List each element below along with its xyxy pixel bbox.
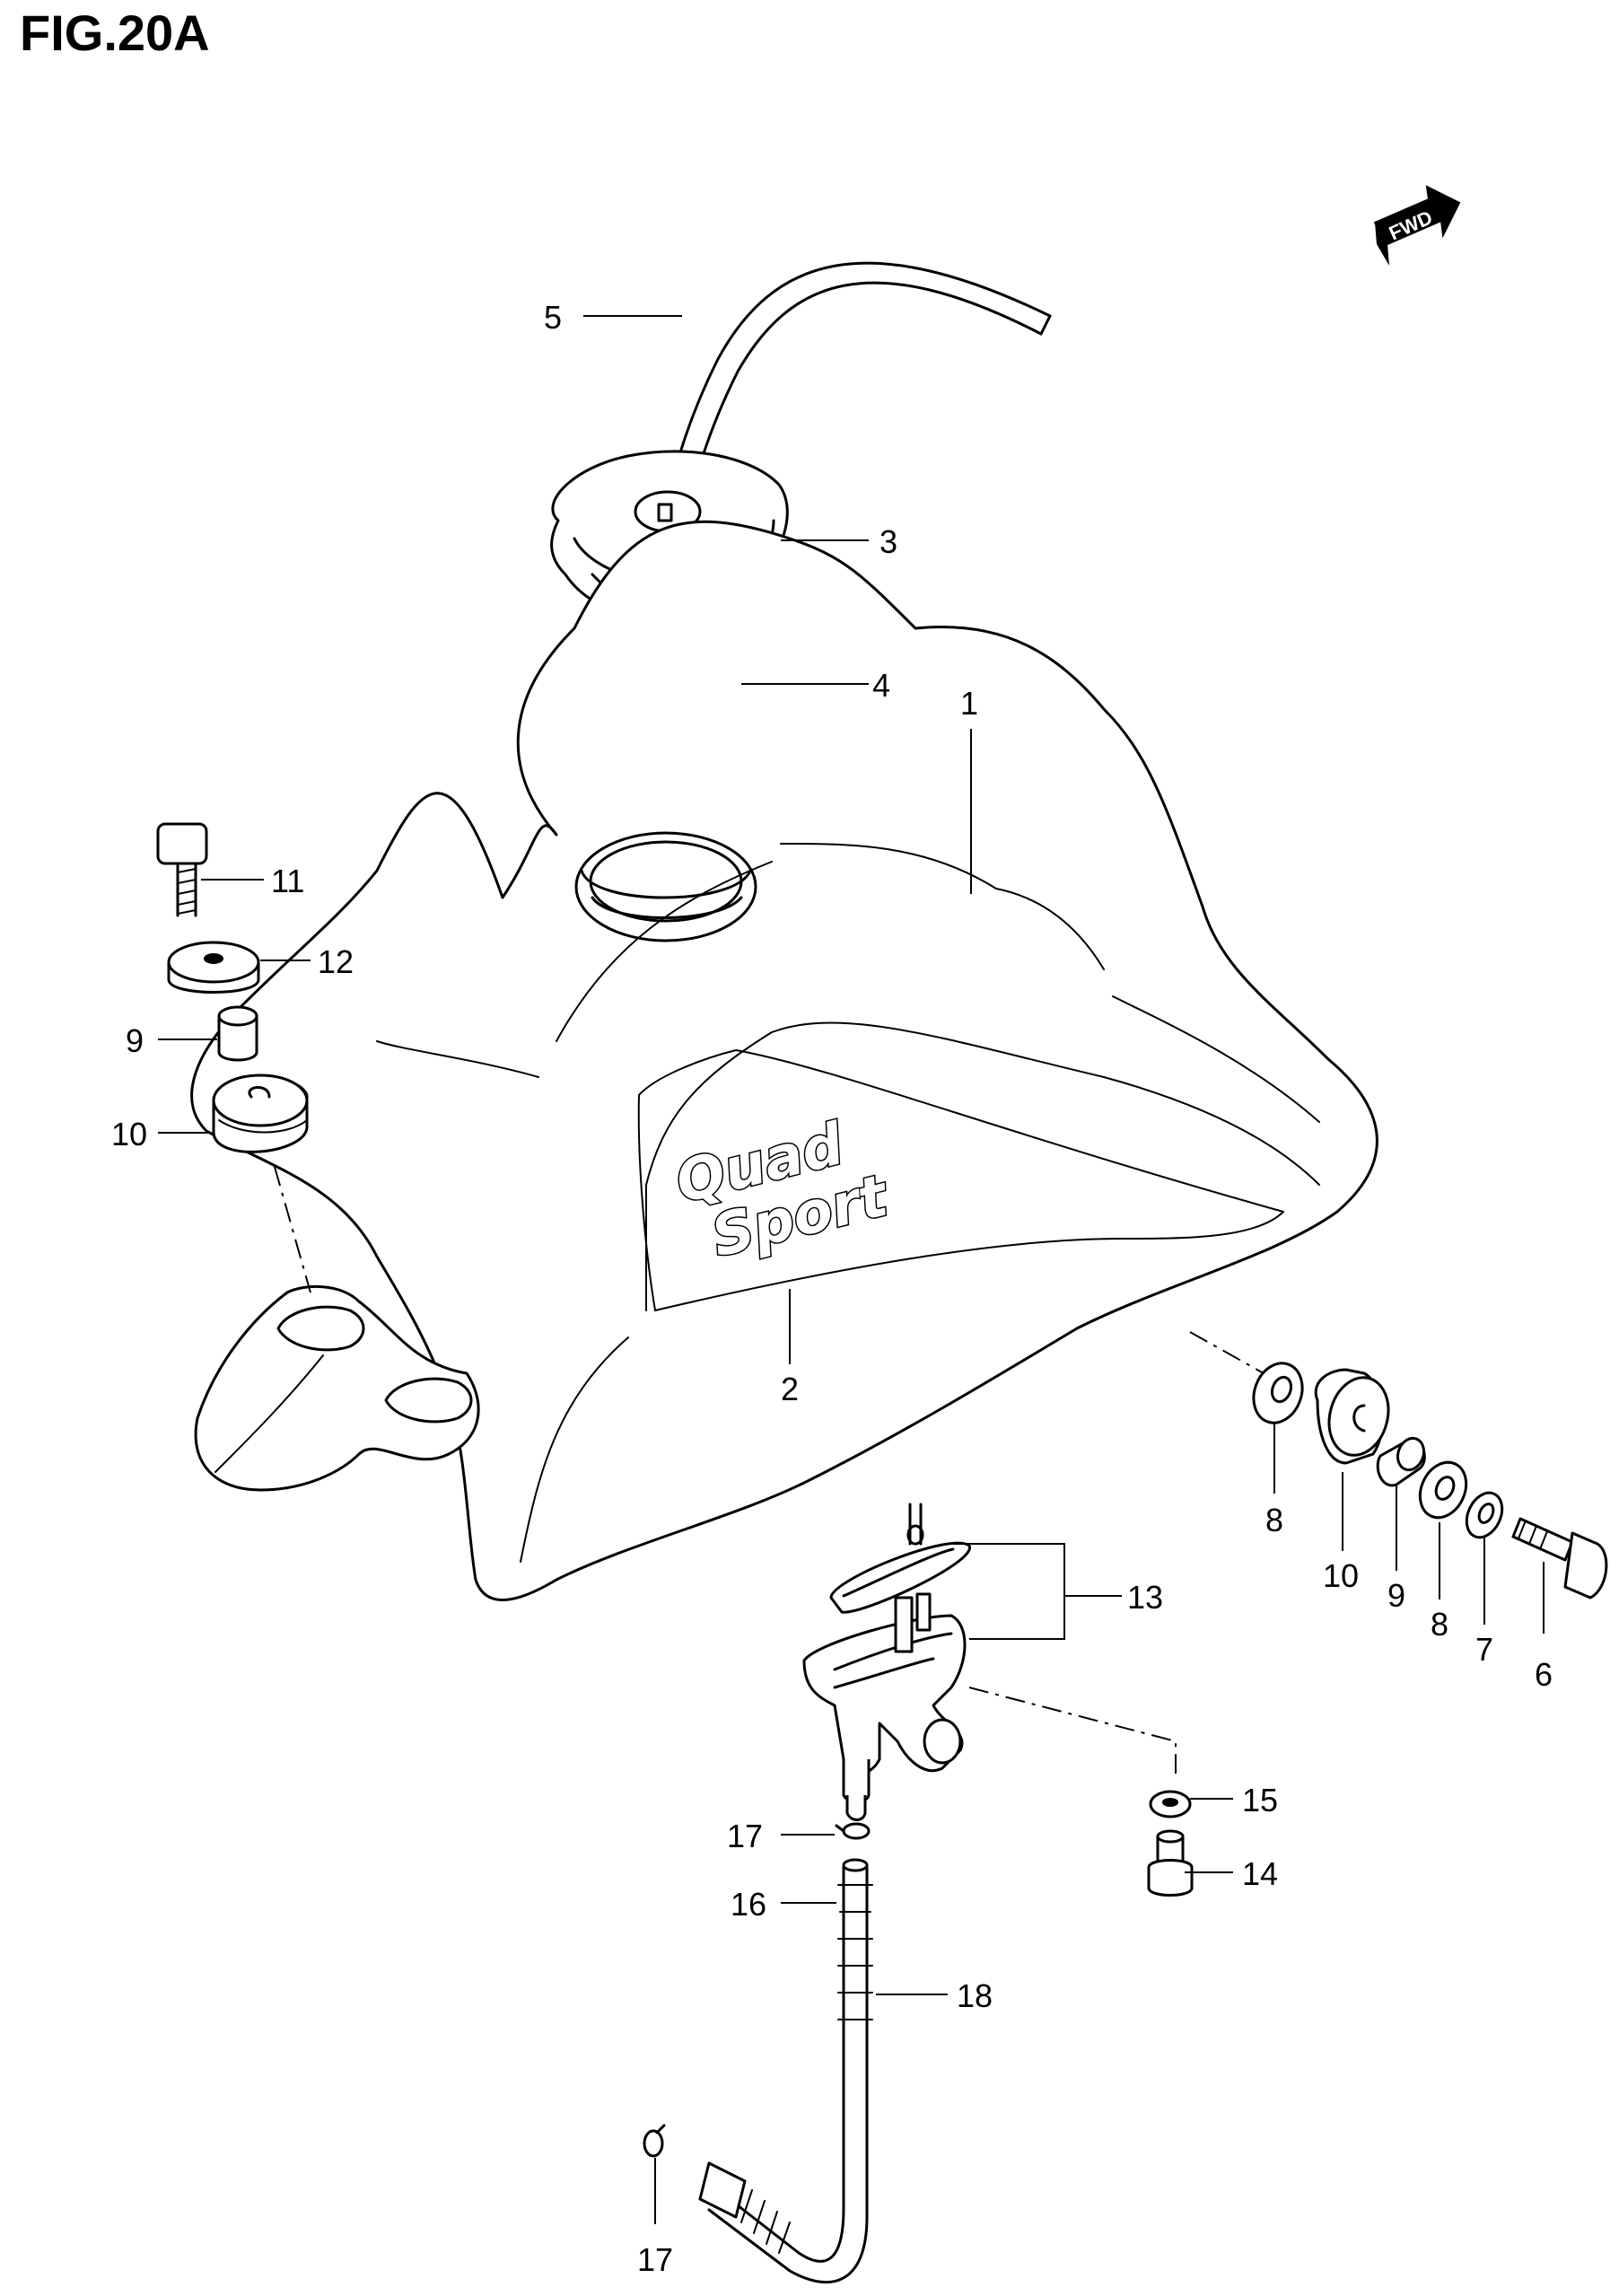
leader-lines [158, 315, 1545, 2224]
fuel-cock-screw [1147, 1829, 1194, 1897]
left-mount-cushion [167, 941, 260, 994]
callout-3: 3 [880, 523, 897, 560]
fuel-hose [698, 1858, 873, 2284]
callout-4: 4 [872, 667, 890, 704]
hose-clamp-lower [643, 2124, 666, 2158]
callout-9-left: 9 [126, 1022, 144, 1059]
callout-12: 12 [318, 943, 354, 980]
fuel-cock [802, 1592, 967, 1821]
callout-10-left: 10 [111, 1116, 147, 1152]
callout-16: 16 [731, 1886, 766, 1923]
fwd-arrow-icon: FWD [1373, 185, 1461, 266]
right-collar [1376, 1436, 1426, 1487]
left-mount-bolt [156, 822, 208, 917]
fuel-cock-gasket [829, 1503, 971, 1614]
fuel-cock-washer [1149, 1790, 1192, 1818]
callout-8-outer: 8 [1265, 1502, 1283, 1538]
left-mount-collar [217, 1005, 258, 1062]
callout-8-inner: 8 [1431, 1606, 1448, 1643]
figure-title: FIG.20A [20, 4, 210, 61]
right-mount-bolt [1511, 1517, 1608, 1599]
callout-9-right: 9 [1387, 1577, 1405, 1614]
left-mount-axis [274, 1166, 311, 1293]
callout-17-upper: 17 [727, 1818, 763, 1854]
right-lock-washer [1465, 1491, 1504, 1539]
callout-18: 18 [957, 1977, 993, 2014]
callout-6: 6 [1535, 1656, 1553, 1693]
callout-1: 1 [960, 685, 978, 722]
right-grommet [1314, 1368, 1390, 1465]
right-washer-outer [1252, 1362, 1304, 1424]
callout-17-lower: 17 [637, 2241, 673, 2278]
callout-15: 15 [1242, 1782, 1278, 1818]
callout-7: 7 [1475, 1631, 1493, 1668]
left-mount-grommet [212, 1074, 309, 1153]
callout-11: 11 [271, 863, 304, 899]
right-washer-inner [1418, 1460, 1468, 1520]
callout-2: 2 [781, 1371, 799, 1407]
callout-labels: 5 3 4 1 2 11 12 9 10 8 10 9 8 7 6 13 15 … [111, 299, 1553, 2278]
callout-5: 5 [544, 299, 562, 336]
fuel-tank [190, 520, 1378, 1601]
callout-14: 14 [1242, 1855, 1278, 1892]
right-mount-axis [1189, 1331, 1265, 1374]
callout-13: 13 [1127, 1579, 1163, 1616]
hose-clamp-upper [835, 1822, 871, 1840]
fuel-cock-axis [968, 1687, 1177, 1774]
callout-10-right: 10 [1323, 1557, 1359, 1594]
